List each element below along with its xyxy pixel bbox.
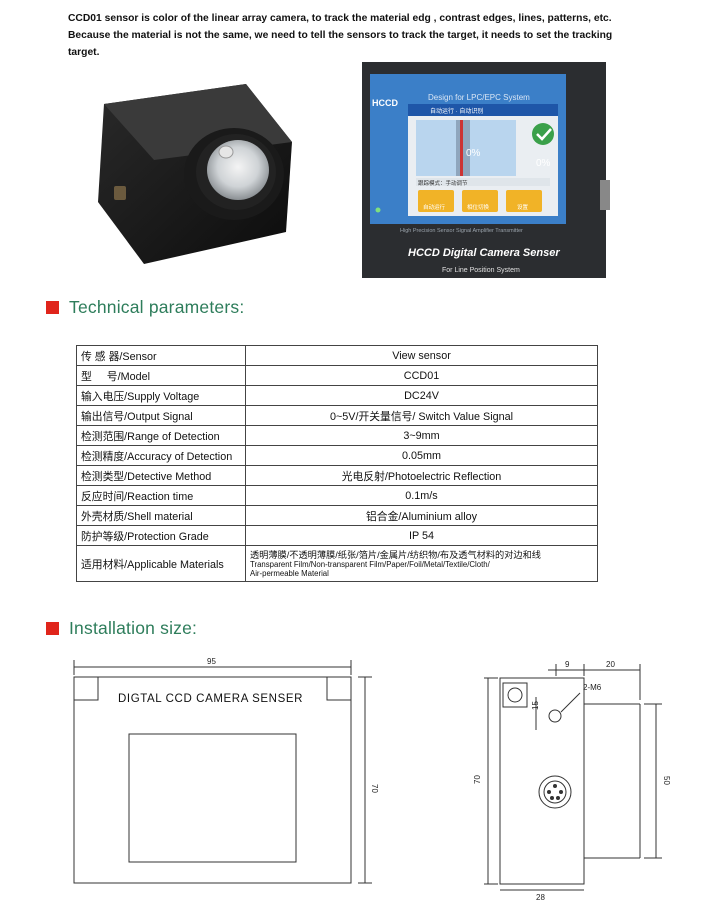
dim-height-front-label: 70 bbox=[370, 784, 379, 793]
param-key: 适用材料/Applicable Materials bbox=[76, 545, 246, 582]
installation-size-title: Installation size: bbox=[69, 618, 198, 638]
materials-cn: 透明薄膜/不透明薄膜/纸张/箔片/金属片/纺织物/布及透气材料的对边和线 bbox=[250, 549, 541, 560]
intro-line-3: target. bbox=[68, 47, 100, 58]
connector-pin bbox=[559, 790, 563, 794]
front-view-corner-left bbox=[74, 677, 99, 701]
param-value: 0.05mm bbox=[245, 445, 598, 466]
technical-parameters-heading: Technical parameters: bbox=[46, 297, 244, 318]
intro-line-2: Because the material is not the same, we… bbox=[68, 30, 613, 41]
connector-pin bbox=[553, 784, 557, 788]
screen-btn-3: 设置 bbox=[517, 203, 529, 211]
side-view-hex-bolt bbox=[507, 687, 523, 703]
red-square-bullet bbox=[46, 622, 59, 635]
dim-20-label: 20 bbox=[606, 660, 615, 669]
mounting-hole-leader bbox=[560, 692, 581, 713]
technical-parameters-title: Technical parameters: bbox=[69, 297, 245, 317]
device-tagline: High Precision Sensor Signal Amplifier T… bbox=[400, 228, 523, 234]
screen-btn-1: 自动运行 bbox=[423, 203, 446, 211]
param-key: 检测类型/Detective Method bbox=[76, 465, 246, 486]
param-key: 输出信号/Output Signal bbox=[76, 405, 246, 426]
camera-sensor-photo bbox=[98, 84, 292, 264]
param-key: 防护等级/Protection Grade bbox=[76, 525, 246, 546]
side-view-square-boss bbox=[502, 682, 528, 708]
connector-inner-ring bbox=[543, 780, 567, 804]
table-row: 适用材料/Applicable Materials 透明薄膜/不透明薄膜/纸张/… bbox=[76, 545, 598, 582]
device-name: HCCD Digital Camera Senser bbox=[408, 247, 560, 259]
dim-9-label: 9 bbox=[565, 660, 570, 669]
connector-pin bbox=[547, 790, 551, 794]
red-square-bullet bbox=[46, 301, 59, 314]
dim-15-label: 15 bbox=[531, 701, 540, 710]
front-view-corner-right bbox=[326, 677, 351, 701]
param-value: 铝合金/Aluminium alloy bbox=[245, 505, 598, 526]
dim-50-label: 50 bbox=[662, 776, 671, 785]
connector-outer-ring bbox=[538, 775, 572, 809]
intro-paragraph: CCD01 sensor is color of the linear arra… bbox=[68, 10, 668, 61]
installation-size-heading: Installation size: bbox=[46, 618, 197, 639]
screen-pct-left: 0% bbox=[466, 148, 481, 159]
connector-pin bbox=[550, 796, 554, 800]
front-view-label: DIGTAL CCD CAMERA SENSER bbox=[118, 693, 303, 705]
side-view-outline bbox=[499, 677, 585, 885]
materials-en-1: Transparent Film/Non-transparent Film/Pa… bbox=[250, 559, 490, 569]
screen-hint: 跟踪模式：手动调节 bbox=[418, 179, 468, 187]
front-view-window bbox=[128, 733, 297, 863]
screen-pct-right: 0% bbox=[536, 158, 551, 169]
controller-photo: HCCD Design for LPC/EPC System 自动运行 · 自动… bbox=[362, 62, 610, 278]
param-value: 光电反射/Photoelectric Reflection bbox=[245, 465, 598, 486]
param-value: IP 54 bbox=[245, 525, 598, 546]
dim-2m6-label: 2-M6 bbox=[583, 683, 602, 692]
screen-top-label: 自动运行 · 自动识别 bbox=[430, 107, 483, 115]
design-for-label: Design for LPC/EPC System bbox=[428, 93, 530, 102]
dim-height-side-label: 70 bbox=[473, 775, 482, 784]
mounting-hole bbox=[548, 709, 562, 723]
dim-width-label: 95 bbox=[207, 657, 216, 666]
screen-btn-2: 相位切换 bbox=[467, 203, 490, 211]
param-key: 检测范围/Range of Detection bbox=[76, 425, 246, 446]
front-view-outline bbox=[73, 676, 352, 884]
dim-28-label: 28 bbox=[536, 893, 545, 902]
intro-line-1: CCD01 sensor is color of the linear arra… bbox=[68, 13, 612, 24]
brand-label: HCCD bbox=[372, 98, 398, 108]
device-subtitle: For Line Position System bbox=[442, 267, 520, 274]
connector-pin bbox=[556, 796, 560, 800]
param-key: 反应时间/Reaction time bbox=[76, 485, 246, 506]
materials-en-2: Air-permeable Material bbox=[250, 568, 329, 578]
param-key: 外壳材质/Shell material bbox=[76, 505, 246, 526]
param-value: 透明薄膜/不透明薄膜/纸张/箔片/金属片/纺织物/布及透气材料的对边和线 Tra… bbox=[245, 545, 598, 582]
